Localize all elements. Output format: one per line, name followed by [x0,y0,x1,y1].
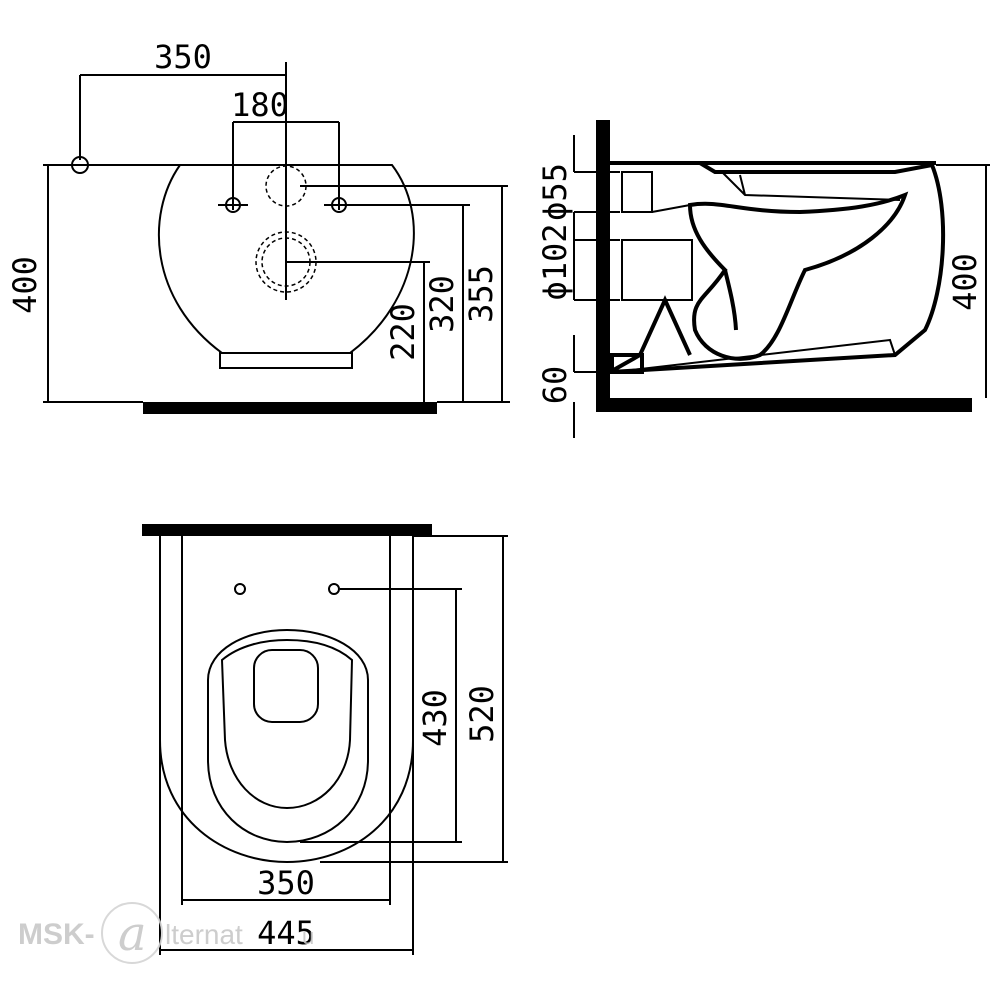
watermark-prefix: MSK- [18,918,95,951]
wall-section [596,120,610,412]
inlet-connector [651,204,691,213]
top-fixing-hole-left [234,583,246,595]
bowl-inner-profile [687,191,909,361]
dim-label-355: 355 [462,265,500,323]
dim-label-430: 430 [416,689,454,747]
bowl-inner [220,638,354,810]
base-wedge [614,338,897,373]
top-outline-outer [159,536,414,864]
drain-opening [253,649,319,723]
dim-label-220: 220 [384,303,422,361]
trap-channel [609,269,738,374]
dim-label-400: 400 [6,256,44,314]
watermark-a-glyph: a [118,906,147,962]
dim-label-60: 60 [536,366,574,405]
top-fixing-hole-right [328,583,340,595]
top-view: 430 520 350 445 [142,524,508,955]
wall-top-view [142,524,432,536]
base-mount [610,353,644,374]
dim-label-320: 320 [423,275,461,333]
toilet-body-outline [609,161,946,374]
side-view: ϕ55 ϕ102 60 400 [536,120,990,438]
dim-label-445: 445 [257,914,315,952]
dim-label-top-350: 350 [257,864,315,902]
dim-label-side-400: 400 [946,253,984,311]
dim-label-520: 520 [463,685,501,743]
rim-detail [721,171,901,201]
dim-label-d102: ϕ102 [536,223,574,300]
watermark-suffix: lternat [165,919,243,950]
bowl-foot [219,352,353,369]
bowl-rim [207,628,369,844]
watermark-logo-circle [101,902,163,964]
dim-label-d55: ϕ55 [536,163,574,221]
floor-section [596,398,972,412]
front-view: 350 180 400 220 320 355 [6,38,510,414]
floor-line [143,402,437,414]
outlet-pipe [621,239,693,301]
watermark: MSK- a lternat u [18,902,314,964]
watermark-tail: u [302,924,314,949]
inlet-pipe [621,171,653,213]
dim-label-350: 350 [154,38,212,76]
dim-label-180: 180 [231,86,289,124]
